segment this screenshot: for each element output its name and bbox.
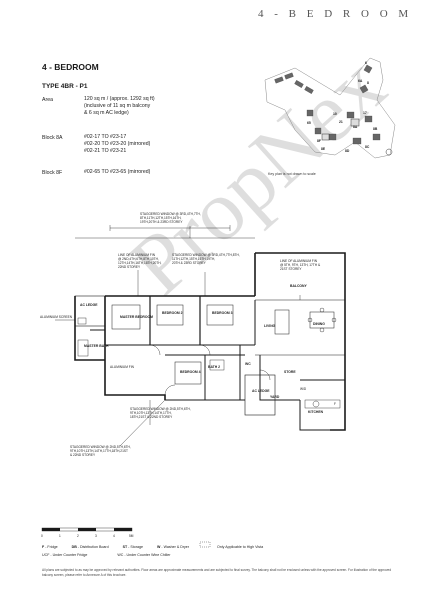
keyplan-note: Key plan is not drawn to scale: [268, 172, 316, 176]
aluminium-screen-label: ALUMINIUM SCREEN: [40, 315, 73, 319]
room-yard: YARD: [270, 395, 280, 399]
key-plan: 6 6A 8 8A 10 21 17 8B 8C 8D 8E 8F 65: [264, 57, 396, 159]
legend-item: WC - Under Counter Wine Chiller: [117, 553, 171, 557]
legend-item: ST - Storage: [122, 545, 143, 549]
annotation-line: LINE OF ALUMINIUM FIN: [118, 253, 156, 257]
annotation-line: STAGGERED WINDOW @ 2ND,5TH,6TH,: [130, 407, 191, 411]
room-bedroom-2: BEDROOM 2: [162, 311, 183, 315]
annotation-line: & 22ND STOREY: [70, 453, 96, 457]
legend: F - Fridge DB - Distribution Board ST - …: [42, 545, 402, 557]
unit-type: TYPE 4BR - P1: [42, 83, 88, 90]
keyplan-label: 6: [365, 61, 367, 65]
keyplan-label: 10: [333, 112, 337, 116]
room-living: LIVING: [264, 324, 276, 328]
room-store: STORE: [284, 370, 296, 374]
annotation-line: LINE OF ALUMINIUM FIN: [280, 259, 318, 263]
block-label: Block 8F: [42, 170, 63, 176]
keyplan-label: 17: [363, 111, 367, 115]
fridge-label: F: [334, 402, 336, 406]
annotation-line: 11TH,12TH,15TH,16TH,19TH,: [172, 257, 215, 261]
keyplan-label: 8A: [353, 125, 358, 129]
room-ac-ledge: AC LEDGE: [80, 303, 98, 307]
room-master-bedroom: MASTER BEDROOM: [120, 315, 153, 319]
aluminium-fin-label: ALUMINIUM FIN: [110, 365, 135, 369]
scale-label: 2: [77, 534, 79, 538]
room-balcony: BALCONY: [290, 284, 308, 288]
page-heading: 4 - B E D R O O M: [258, 8, 413, 20]
scale-label: 4: [113, 534, 115, 538]
annotation-line: STAGGERED WINDOW @ 3RD,4TH,7TH,: [140, 212, 201, 216]
room-master-bath: MASTER BATH: [84, 344, 109, 348]
keyplan-label: 65: [307, 121, 311, 125]
annotation-line: @ 5TH, 9TH, 13TH, 17TH &: [280, 263, 321, 267]
scale-label: 5M: [129, 534, 134, 538]
area-line: & 6 sq m AC ledge): [84, 110, 129, 116]
north-arrow-icon: [385, 148, 393, 156]
area-label: Area: [42, 97, 53, 103]
annotation-line: @ 2ND,4TH,6TH,8TH,10TH,: [118, 257, 159, 261]
annotation-line: 22ND STOREY: [118, 265, 141, 269]
annotation-line: 8TH,11TH,12TH,15TH,16TH,: [140, 216, 182, 220]
room-bath-2: BATH 2: [208, 365, 220, 369]
legend-item: UCF - Under Counter Fridge: [42, 553, 88, 557]
room-kitchen: KITCHEN: [308, 410, 324, 414]
block-units: #02-17 TO #23-17 #02-20 TO #23-20 (mirro…: [84, 134, 150, 155]
keyplan-label: 8B: [373, 127, 378, 131]
room-ac-ledge: AC LEDGE: [252, 389, 270, 393]
unit-range: #02-21 TO #23-21: [84, 148, 127, 154]
legend-item: Only Applicable to High Vista: [217, 545, 264, 549]
scale-label: 3: [95, 534, 97, 538]
annotation-line: 20TH & 23RD STOREY: [172, 261, 207, 265]
unit-range: #02-65 TO #23-65 (mirrored): [84, 169, 151, 175]
unit-range: #02-17 TO #23-17: [84, 134, 127, 140]
area-values: 120 sq m / (approx. 1292 sq ft) (inclusi…: [84, 96, 155, 117]
area-line: (inclusive of 11 sq m balcony: [84, 103, 151, 109]
block-label: Block 8A: [42, 135, 63, 141]
legend-item: W - Washer & Dryer: [156, 545, 190, 549]
legend-item: F - Fridge: [42, 545, 58, 549]
annotation-line: 19TH,20TH & 23RD STOREY: [140, 220, 183, 224]
area-line: 120 sq m / (approx. 1292 sq ft): [84, 96, 155, 102]
keyplan-label: 8F: [317, 139, 321, 143]
annotation-line: 12TH,14TH,16TH,18TH,20TH,: [118, 261, 162, 265]
annotation-line: 9TH,10TH,13TH,14TH,17TH,18TH,21ST: [70, 449, 128, 453]
legend-item: DB - Distribution Board: [71, 545, 109, 549]
room-dining: DINING: [313, 322, 325, 326]
disclaimer: All plans are subjected to as may be app…: [42, 568, 392, 577]
annotation-line: STAGGERED WINDOW @ 2ND,5TH,6TH,: [70, 445, 131, 449]
keyplan-label: 21: [339, 120, 343, 124]
keyplan-label: 8: [367, 81, 369, 85]
unit-range: #02-20 TO #23-20 (mirrored): [84, 141, 151, 147]
keyplan-label: 6A: [358, 79, 363, 83]
annotation-line: 21ST STOREY: [280, 267, 302, 271]
annotation-line: 9TH,10TH,13TH,14TH,17TH,: [130, 411, 172, 415]
washer-dryer-label: W/D: [300, 387, 307, 391]
block-units: #02-65 TO #23-65 (mirrored): [84, 169, 150, 176]
keyplan-label: 8C: [365, 145, 370, 149]
scale-label: 1: [59, 534, 61, 538]
keyplan-label: 8E: [321, 147, 326, 151]
room-wc: WC: [245, 362, 251, 366]
section-title: 4 - BEDROOM: [42, 62, 99, 72]
keyplan-label: 8D: [345, 149, 350, 153]
annotation-line: 18TH,21ST & 22ND STOREY: [130, 415, 173, 419]
room-bedroom-3: BEDROOM 3: [212, 311, 233, 315]
annotation-line: STAGGERED WINDOW @ 3RD,4TH,7TH,8TH,: [172, 253, 240, 257]
room-bedroom-4: BEDROOM 4: [180, 370, 201, 374]
scale-label: 0: [41, 534, 43, 538]
